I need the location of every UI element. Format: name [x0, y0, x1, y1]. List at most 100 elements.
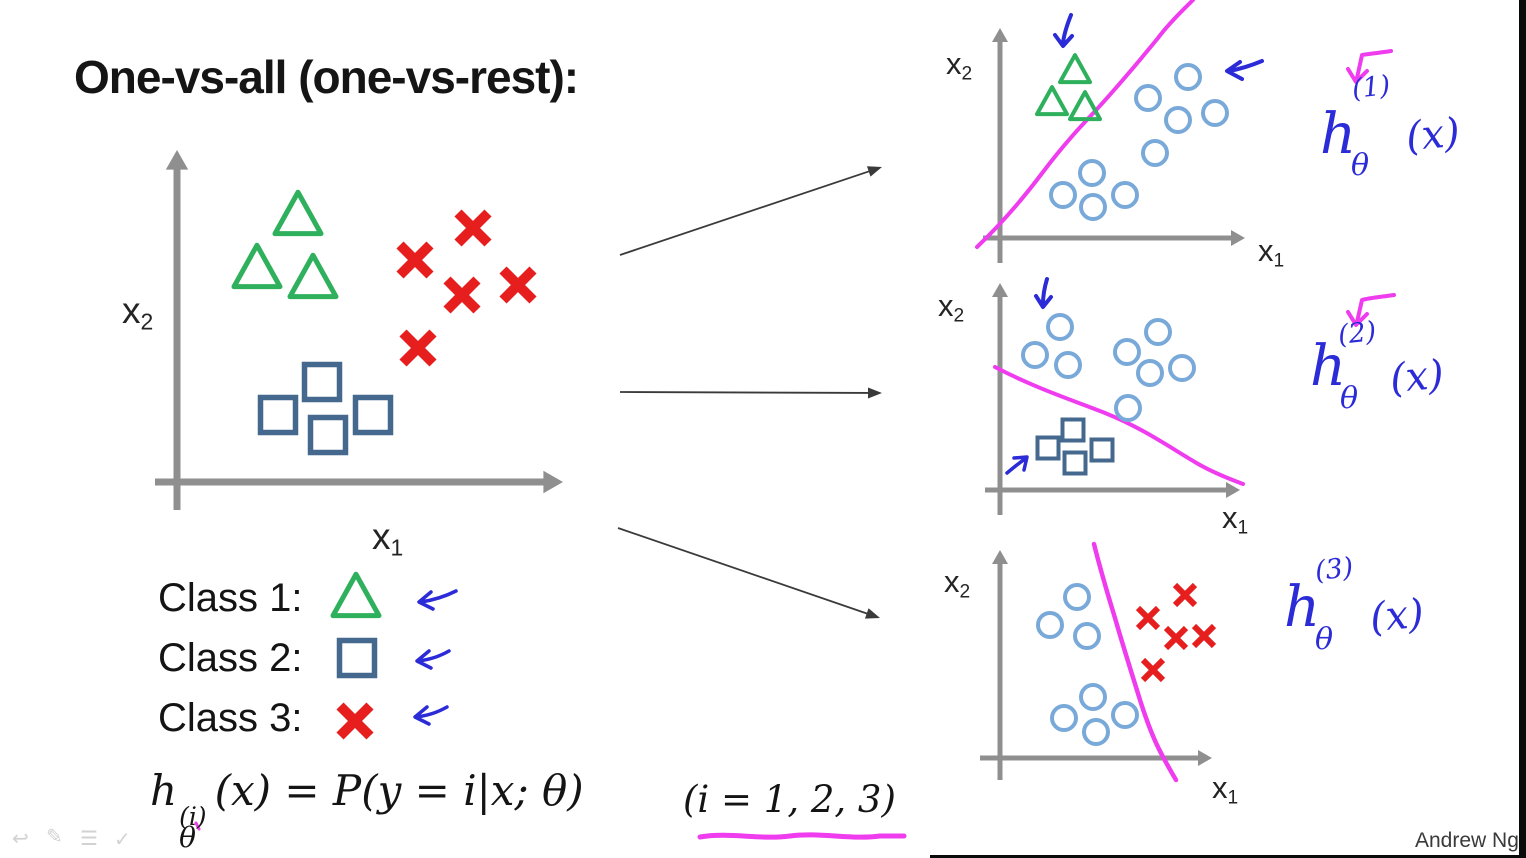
- main-plot-square-marker: [301, 361, 343, 403]
- sub-plot-2-y-axis-head: [992, 283, 1008, 297]
- axis-label-sub: 1: [390, 534, 404, 561]
- axis-label-sub: 2: [140, 308, 154, 335]
- axis-label-sub: 2: [953, 305, 965, 327]
- sub-plot-2-circle-marker: [1144, 318, 1172, 346]
- sub-plot-2-square-marker: [1060, 417, 1086, 443]
- sub-plot-2-circle-marker: [1113, 338, 1141, 366]
- subplot3-x-axis-label: x1: [1212, 770, 1238, 809]
- subplot3-y-axis-label: x2: [944, 564, 970, 603]
- main-plot-square-marker: [257, 394, 299, 436]
- formula-condition: (i = 1, 2, 3): [683, 778, 896, 821]
- legend-arrow-2: [415, 649, 451, 670]
- handwritten-h1-annotation: (1) h θ (x): [1318, 70, 1488, 184]
- axis-label-sub: 1: [1237, 517, 1249, 539]
- h2-h: h: [1310, 334, 1347, 399]
- sub-plot-2-square-marker: [1035, 435, 1061, 461]
- main-plot-triangle-marker: [272, 189, 324, 237]
- connector-arrow-1: [619, 169, 871, 256]
- formula-h: h: [150, 766, 178, 815]
- sub-plot-2-square-marker: [1062, 450, 1088, 476]
- main-plot-square-marker: [352, 394, 394, 436]
- handwritten-h3-annotation: (3) h θ (x): [1282, 552, 1452, 662]
- formula-superscript-i: (i): [179, 802, 207, 831]
- connector-arrow-3: [617, 527, 869, 615]
- axis-label-base: x: [946, 46, 962, 81]
- main-plot-cross-marker: [443, 276, 481, 314]
- sub-plot-1-decision-boundary: [975, 0, 1195, 249]
- axis-label-sub: 2: [961, 63, 973, 85]
- sub-plot-1-triangle-marker: [1058, 53, 1092, 85]
- connector-arrow-1-head: [866, 166, 882, 177]
- sub-plot-2-circle-marker: [1114, 394, 1142, 422]
- sub-plot-3-circle-marker: [1073, 622, 1101, 650]
- sub-plot-3-circle-marker: [1063, 583, 1091, 611]
- sub-plot-3-circle-marker: [1111, 701, 1139, 729]
- handwritten-h2-annotation: (2) h θ (x): [1308, 316, 1478, 428]
- sub-plot-1-circle-marker: [1141, 139, 1169, 167]
- axis-label-sub: 1: [1227, 787, 1239, 809]
- sub2-check: [1346, 293, 1396, 327]
- main-plot-x-axis-label: x1: [372, 516, 403, 561]
- h1-x-argument: (x): [1404, 109, 1462, 161]
- subplot1-x-axis-label: x1: [1258, 233, 1284, 272]
- legend-arrow-1: [417, 589, 458, 611]
- sub-plot-2-decision-boundary: [993, 365, 1245, 486]
- sub-plot-2-circle-marker: [1046, 313, 1074, 341]
- main-plot-y-axis-label: x2: [122, 290, 153, 335]
- sub-plot-3-cross-marker: [1163, 625, 1189, 651]
- sub-plot-1-x-axis-head: [1231, 230, 1245, 246]
- video-edge-strip-bottom: [930, 855, 1526, 858]
- sub-plot-1-y-axis-head: [992, 28, 1008, 42]
- h1-h: h: [1320, 102, 1357, 167]
- axis-label-sub: 2: [959, 581, 971, 603]
- main-plot-triangle-marker: [287, 252, 339, 300]
- list-icon[interactable]: ☰: [80, 828, 98, 850]
- pencil-icon[interactable]: ✎: [46, 826, 63, 848]
- sub-plot-1-circle-marker: [1201, 99, 1229, 127]
- axis-label-base: x: [1212, 770, 1228, 805]
- sub-plot-1-circle-marker: [1134, 84, 1162, 112]
- sub-plot-1-circle-marker: [1164, 106, 1192, 134]
- h3-h: h: [1284, 575, 1321, 640]
- legend-markers-square-marker: [336, 637, 378, 679]
- sub-plot-3-circle-marker: [1050, 704, 1078, 732]
- main-plot-cross-marker: [499, 266, 537, 304]
- axis-label-sub: 1: [1273, 250, 1285, 272]
- formula-body: (x) = P(y = i|x; θ): [214, 766, 584, 815]
- sub-plot-3-cross-marker: [1135, 605, 1161, 631]
- legend-label-class3: Class 3:: [158, 696, 303, 740]
- sub-plot-1-triangle-marker: [1035, 85, 1069, 117]
- axis-label-base: x: [944, 564, 960, 599]
- sub-plot-2-circle-marker: [1168, 354, 1196, 382]
- axis-label-base: x: [122, 290, 141, 331]
- theta-ink-dot: [194, 821, 201, 831]
- undo-icon[interactable]: ↩: [12, 828, 29, 850]
- legend-label-class1: Class 1:: [158, 576, 303, 620]
- legend-markers-triangle-marker: [330, 571, 382, 619]
- sub-plot-2-circle-marker: [1021, 341, 1049, 369]
- sub-plot-3-circle-marker: [1082, 718, 1110, 746]
- sub-plot-1-triangle-marker: [1068, 90, 1102, 122]
- main-plot-cross-marker: [396, 241, 434, 279]
- main-plot-triangle-marker: [231, 242, 283, 290]
- main-plot-cross-marker: [454, 209, 492, 247]
- sub-plot-3-x-axis-head: [1198, 750, 1212, 766]
- h3-theta: θ: [1315, 622, 1334, 657]
- main-plot-square-marker: [307, 414, 349, 456]
- sub-plot-2-square-marker: [1089, 437, 1115, 463]
- axis-label-base: x: [372, 516, 391, 557]
- legend-arrow-3: [413, 705, 449, 726]
- sub-plot-3-circle-marker: [1036, 611, 1064, 639]
- video-edge-strip-right: [1519, 0, 1526, 858]
- h1-theta: θ: [1351, 148, 1370, 183]
- sub-plot-2-x-axis-head: [1226, 482, 1240, 498]
- sub1-left-arrow: [1225, 59, 1264, 81]
- condition-underline: [697, 832, 907, 840]
- check-icon[interactable]: ✓: [114, 829, 131, 851]
- subplot1-y-axis-label: x2: [946, 46, 972, 85]
- sub-plot-3-circle-marker: [1079, 683, 1107, 711]
- sub1-check: [1346, 49, 1393, 84]
- author-credit: Andrew Ng: [1415, 829, 1519, 852]
